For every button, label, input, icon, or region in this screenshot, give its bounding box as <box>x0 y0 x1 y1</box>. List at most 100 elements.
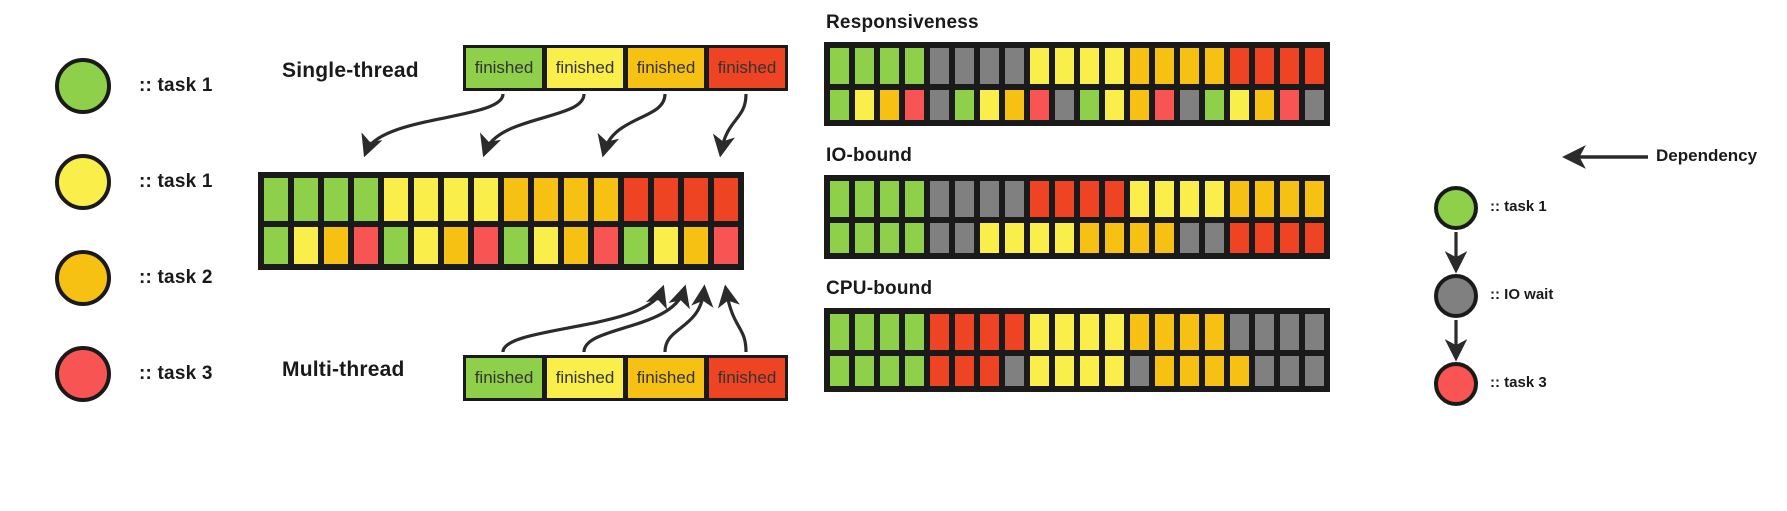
panel-timeline-cell <box>1077 311 1102 353</box>
panel-timeline-cell <box>1252 353 1277 389</box>
panel-timeline-cell <box>927 220 952 256</box>
panel-timeline-row <box>827 87 1327 123</box>
timeline-cell <box>531 175 561 224</box>
finished-box: finished <box>625 355 707 401</box>
timeline-cell <box>351 224 381 267</box>
panel-timeline-row <box>827 220 1327 256</box>
panel-timeline-cell <box>1202 311 1227 353</box>
panel-timeline-cell <box>1302 220 1327 256</box>
panel-timeline-cell <box>1227 353 1252 389</box>
panel-timeline-cell <box>1252 220 1277 256</box>
panel-title-cpu-bound: CPU-bound <box>826 278 933 299</box>
timeline-cell <box>621 224 651 267</box>
legend-color-dot <box>55 154 111 210</box>
multi-thread-connectors <box>501 284 748 353</box>
panel-timeline-cell <box>927 353 952 389</box>
panel-timeline-cell <box>1102 353 1127 389</box>
dependency-node-task-3 <box>1434 362 1478 406</box>
panel-timeline-cell <box>1177 220 1202 256</box>
panel-timeline-cell <box>952 45 977 87</box>
timeline-cell <box>261 224 291 267</box>
panel-timeline-cell <box>952 311 977 353</box>
panel-timeline-cell <box>1227 178 1252 220</box>
panel-timeline-cell <box>877 311 902 353</box>
panel-timeline-cell <box>852 178 877 220</box>
panel-timeline-cell <box>1177 178 1202 220</box>
panel-timeline-cell <box>1052 353 1077 389</box>
panel-timeline-cell <box>1302 45 1327 87</box>
panel-timeline-cell <box>1277 220 1302 256</box>
panel-timeline-cell <box>1127 45 1152 87</box>
panel-timeline-cell <box>952 87 977 123</box>
panel-timeline-cell <box>852 220 877 256</box>
panel-timeline-cell <box>977 87 1002 123</box>
finished-box: finished <box>463 355 545 401</box>
panel-timeline-cell <box>1277 45 1302 87</box>
timeline-cell <box>411 224 441 267</box>
panel-timeline-cell <box>902 311 927 353</box>
panel-timeline-cell <box>1027 220 1052 256</box>
timeline-cell <box>681 224 711 267</box>
panel-timeline-cell <box>1202 178 1227 220</box>
panel-timeline-cell <box>877 220 902 256</box>
panel-timeline-cell <box>1027 178 1052 220</box>
timeline-row <box>261 175 741 224</box>
panel-timeline-cell <box>1127 220 1152 256</box>
timeline-cell <box>321 224 351 267</box>
timeline-cell <box>471 224 501 267</box>
panel-timeline-cell <box>827 178 852 220</box>
panel-timeline-cell <box>1152 87 1177 123</box>
panel-timeline-cell <box>902 87 927 123</box>
dependency-node-label-io-wait: :: IO wait <box>1490 286 1554 303</box>
timeline-cell <box>591 175 621 224</box>
panel-timeline-cell <box>1002 87 1027 123</box>
panel-timeline-cell <box>977 311 1002 353</box>
panel-timeline-cell <box>1202 87 1227 123</box>
panel-timeline-cell <box>1077 220 1102 256</box>
panel-timeline-cell <box>977 220 1002 256</box>
panel-timeline-cell <box>1002 178 1027 220</box>
panel-timeline-cell <box>1052 45 1077 87</box>
panel-timeline-cell <box>1252 87 1277 123</box>
panel-timeline-cell <box>1177 45 1202 87</box>
panel-timeline-cell <box>1152 311 1177 353</box>
legend-item: :: task 1 <box>55 38 285 134</box>
panel-timeline-cell <box>1002 353 1027 389</box>
finished-box: finished <box>706 355 788 401</box>
panel-timeline-cell <box>1127 353 1152 389</box>
panel-timeline-cell <box>827 87 852 123</box>
panel-timeline-cell <box>1177 87 1202 123</box>
panel-timeline-cell <box>927 87 952 123</box>
panel-timeline-cell <box>952 353 977 389</box>
finished-box: finished <box>706 45 788 91</box>
panel-timeline-cell <box>1002 220 1027 256</box>
panel-timeline-cell <box>1252 178 1277 220</box>
panel-timeline-cell <box>1027 45 1052 87</box>
panel-timeline-row <box>827 178 1327 220</box>
panel-timeline-cell <box>1177 353 1202 389</box>
panel-timeline-cell <box>927 45 952 87</box>
timeline-cell <box>561 224 591 267</box>
legend-item: :: task 2 <box>55 230 285 326</box>
dependency-node-task-1 <box>1434 186 1478 230</box>
legend-item-label: :: task 3 <box>139 363 213 384</box>
panel-timeline-cell <box>1277 311 1302 353</box>
timeline-cell <box>711 175 741 224</box>
panel-timeline-cell <box>1302 353 1327 389</box>
panel-timeline-cell <box>927 178 952 220</box>
panel-timeline-cell <box>1052 220 1077 256</box>
finished-box: finished <box>544 45 626 91</box>
legend-color-dot <box>55 58 111 114</box>
timeline-cell <box>351 175 381 224</box>
legend-color-dot <box>55 346 111 402</box>
panel-timeline-cell <box>877 87 902 123</box>
panel-timeline-cell <box>1302 87 1327 123</box>
legend-item-label: :: task 1 <box>139 171 213 192</box>
panel-grid-responsiveness <box>824 42 1330 126</box>
legend-color-dot <box>55 250 111 306</box>
timeline-cell <box>621 175 651 224</box>
dependency-arrow-label: Dependency <box>1656 146 1758 165</box>
panel-timeline-cell <box>902 178 927 220</box>
